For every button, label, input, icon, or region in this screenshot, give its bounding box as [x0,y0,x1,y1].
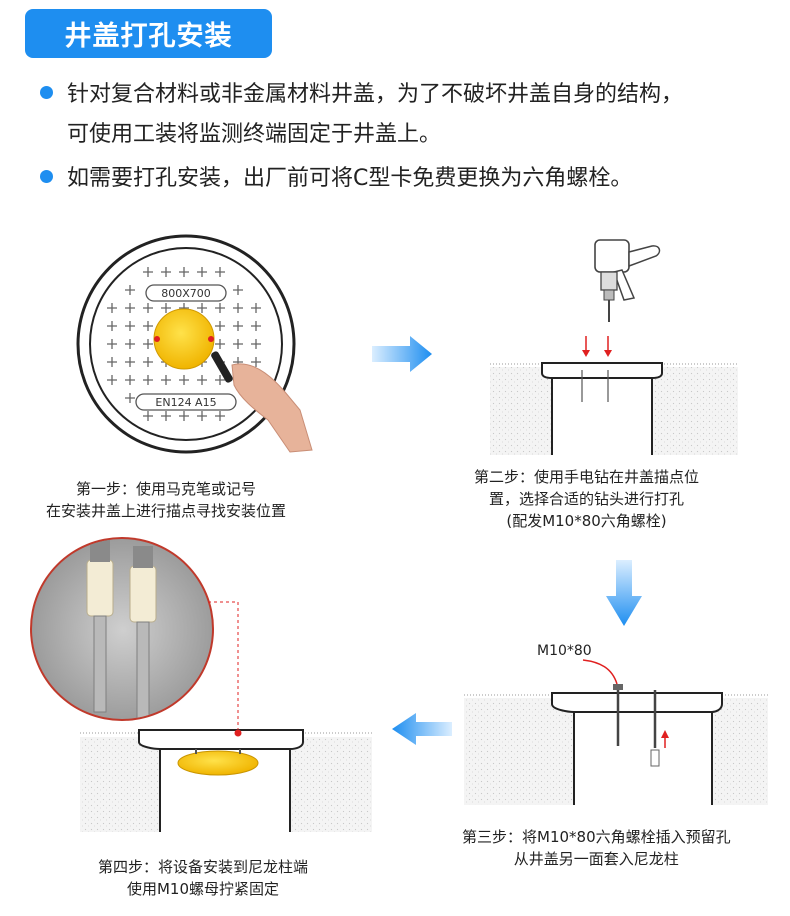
drilling-cross-section [490,239,738,455]
bullet-2: 如需要打孔安装，出厂前可将C型卡免费更换为六角螺栓。 [40,160,632,192]
cover-cross-pattern [107,321,117,331]
cover-cross-pattern [125,285,135,295]
cover-cross-pattern [107,375,117,385]
bolt-spec-label: M10*80 [537,643,592,659]
cover-cross-pattern [197,375,207,385]
cover-cross-pattern [125,393,135,403]
cover-cross-pattern [125,321,135,331]
cover-cross-pattern [197,267,207,277]
bullet-1: 针对复合材料或非金属材料井盖，为了不破坏井盖自身的结构， [40,76,683,108]
cover-cross-pattern [161,303,171,313]
step-1-line2: 在安装井盖上进行描点寻找安装位置 [46,502,287,520]
monitoring-device-icon [177,750,259,776]
bullet-dot-icon [40,170,53,183]
cover-cross-pattern [251,357,261,367]
cover-cross-pattern [233,339,243,349]
cover-cross-pattern [251,321,261,331]
cover-cross-pattern [125,357,135,367]
step-2-caption: 第二步：使用手电钻在井盖描点位 置，选择合适的钻头进行打孔 (配发M10*80六… [474,466,699,532]
cover-size-label: 800X700 [161,287,211,300]
step-2-line2: 置，选择合适的钻头进行打孔 [489,490,685,508]
monitoring-device-outline [153,308,215,370]
step-4-line2: 使用M10螺母拧紧固定 [126,880,280,898]
cover-cross-pattern [233,321,243,331]
cover-cross-pattern [161,375,171,385]
cover-cross-pattern [215,267,225,277]
cover-cross-pattern [107,357,117,367]
manhole-cover-top-view: 800X700 EN124 A15 [76,234,313,454]
hand-with-marker [211,351,313,453]
step-2-line1: 第二步：使用手电钻在井盖描点位 [474,468,700,486]
cover-cross-pattern [143,267,153,277]
bullet-2-line1: 如需要打孔安装，出厂前可将C型卡免费更换为六角螺栓。 [67,166,633,191]
cover-cross-pattern [197,411,207,421]
cover-cross-pattern [143,303,153,313]
step-1-line1: 第一步：使用马克笔或记号 [76,480,257,498]
cover-cross-pattern [107,339,117,349]
step-1-caption: 第一步：使用马克笔或记号 在安装井盖上进行描点寻找安装位置 [46,478,286,522]
cover-cross-pattern [179,267,189,277]
cover-cross-pattern [233,285,243,295]
step-3-caption: 第三步：将M10*80六角螺栓插入预留孔 从井盖另一面套入尼龙柱 [462,826,731,870]
cover-cross-pattern [143,411,153,421]
cover-cross-pattern [215,411,225,421]
cover-cross-pattern [125,375,135,385]
section-title: 井盖打孔安装 [25,9,272,58]
installed-device-cross-section [80,729,372,832]
bullet-1-continued: 可使用工装将监测终端固定于井盖上。 [67,122,442,147]
cover-cross-pattern [143,321,153,331]
cover-cross-pattern [233,303,243,313]
bolt-photo [30,537,214,721]
step-4-line1: 第四步：将设备安装到尼龙柱端 [98,858,309,876]
cover-cross-pattern [107,303,117,313]
mark-point-right [208,336,214,342]
cover-cross-pattern [197,303,207,313]
cover-cross-pattern [161,411,171,421]
cover-cross-pattern [215,375,225,385]
bullet-1-line1: 针对复合材料或非金属材料井盖，为了不破坏井盖自身的结构， [67,82,684,107]
step-4-caption: 第四步：将设备安装到尼龙柱端 使用M10螺母拧紧固定 [98,856,308,900]
mounting-point-marker [234,729,242,737]
arrow-left-icon [392,713,452,745]
cover-cross-pattern [215,303,225,313]
cover-cross-pattern [251,339,261,349]
cover-cross-pattern [161,267,171,277]
cover-cross-pattern [143,339,153,349]
bolt-insertion-cross-section: M10*80 [464,643,768,805]
cover-cross-pattern [125,303,135,313]
step-3-line1: 第三步：将M10*80六角螺栓插入预留孔 [462,828,731,846]
bullet-dot-icon [40,86,53,99]
cover-cross-pattern [215,339,225,349]
cover-cross-pattern [179,411,189,421]
cover-cross-pattern [125,339,135,349]
arrow-right-icon [372,336,432,372]
cover-cross-pattern [215,321,225,331]
mark-point-left [154,336,160,342]
step-3-line2: 从井盖另一面套入尼龙柱 [513,850,679,868]
step-2-line3: (配发M10*80六角螺栓) [506,512,667,530]
electric-drill-icon [594,239,661,322]
cover-cross-pattern [251,303,261,313]
cover-cross-pattern [143,357,153,367]
arrow-down-icon [606,560,642,626]
cover-standard-label: EN124 A15 [155,396,216,409]
cover-cross-pattern [179,375,189,385]
cover-cross-pattern [143,375,153,385]
